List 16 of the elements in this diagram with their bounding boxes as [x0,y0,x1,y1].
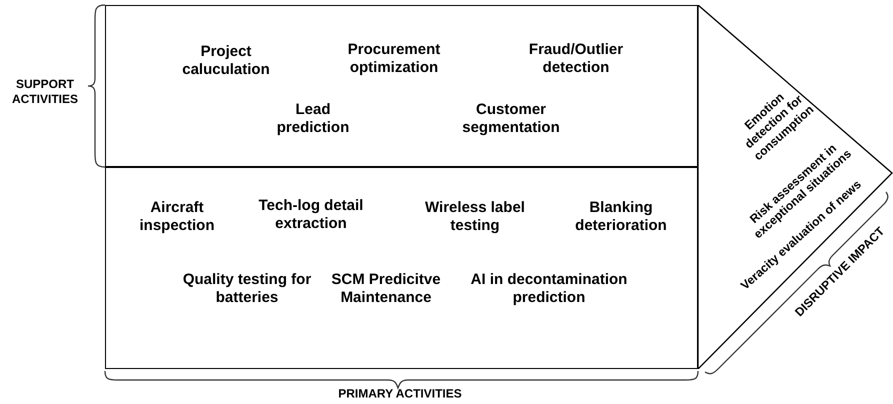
activity-label: Tech-log detail extraction [241,197,381,233]
activity-label: Wireless label testing [405,199,545,235]
activity-label: Customer segmentation [451,101,571,137]
group-heading: PRIMARY ACTIVITIES [337,386,463,402]
activity-label: Procurement optimization [329,41,459,77]
activity-label: Blanking deterioration [561,199,681,235]
group-heading: SUPPORT ACTIVITIES [10,77,79,107]
activity-label: Fraud/Outlier detection [516,41,636,77]
activity-label: SCM Predicitve Maintenance [321,271,451,307]
activity-label: Aircraft inspection [127,199,227,235]
activity-panel [105,5,698,167]
activity-panel [105,167,698,369]
activity-label: Project caluculation [166,43,286,79]
activity-label: Quality testing for batteries [182,271,312,307]
activity-label: Lead prediction [258,101,368,137]
activity-label: AI in decontamination prediction [454,271,644,307]
